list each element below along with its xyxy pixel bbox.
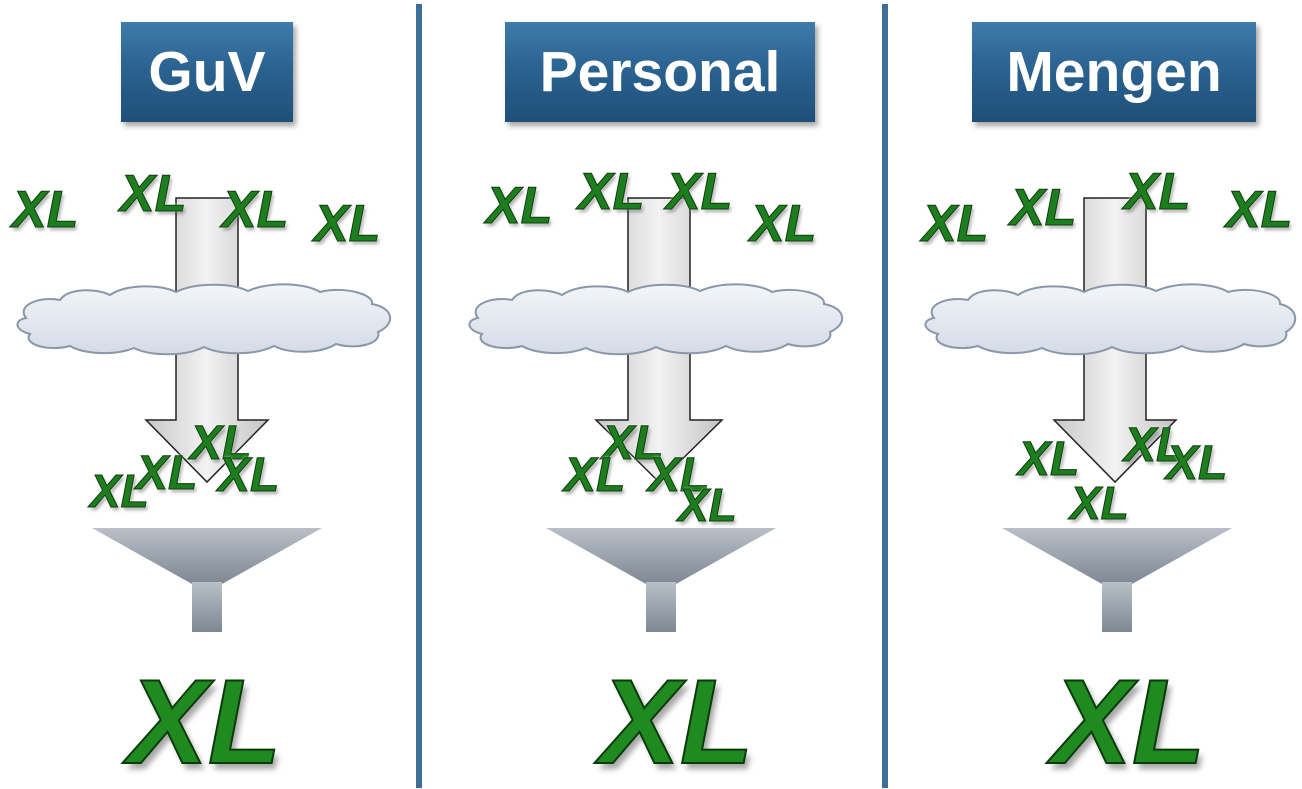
xl-token: XL	[1123, 163, 1191, 221]
xl-token: XL	[221, 181, 289, 239]
panel-mengen: Mengen XL XL XL XL XL XL XL XL XL	[868, 0, 1302, 788]
cloud-icon	[468, 283, 843, 356]
xl-token: XL	[313, 195, 381, 253]
xl-token: XL	[119, 165, 187, 223]
xl-result: XL	[1051, 655, 1206, 789]
xl-token: XL	[678, 479, 738, 531]
panel-title-text: GuV	[148, 40, 266, 104]
panel-title-text: Personal	[539, 40, 781, 104]
panel-title-text: Mengen	[1006, 40, 1222, 104]
panel-guv: GuV XL XL XL XL XL XL XL XL	[0, 0, 434, 788]
xl-token: XL	[1070, 477, 1130, 529]
xl-result: XL	[599, 655, 754, 789]
xl-token: XL	[1123, 419, 1186, 472]
xl-token: XL	[135, 447, 198, 500]
xl-token: XL	[1225, 181, 1293, 239]
flow-graphic	[16, 197, 391, 632]
panel-divider-1	[416, 4, 422, 788]
cloud-icon	[16, 283, 391, 356]
xl-token: XL	[1165, 437, 1228, 490]
xl-token: XL	[749, 195, 817, 253]
xl-token: XL	[1009, 179, 1077, 237]
xl-token: XL	[485, 177, 553, 235]
panel-title-guv: GuV	[121, 22, 293, 122]
funnel-icon	[92, 528, 322, 632]
xl-token: XL	[90, 465, 150, 517]
panel-personal: Personal XL XL XL XL XL XL XL XL XL	[434, 0, 868, 788]
xl-token: XL	[921, 195, 989, 253]
xl-token: XL	[647, 449, 710, 502]
xl-token: XL	[11, 181, 79, 239]
panel-divider-2	[882, 4, 888, 788]
funnel-icon	[546, 528, 776, 632]
xl-token: XL	[665, 163, 733, 221]
xl-token: XL	[577, 163, 645, 221]
xl-token: XL	[563, 449, 626, 502]
cloud-icon	[924, 283, 1296, 356]
funnel-icon	[1002, 528, 1232, 632]
xl-token: XL	[1017, 433, 1080, 486]
panel-title-personal: Personal	[505, 22, 815, 122]
xl-token: XL	[217, 449, 280, 502]
xl-token: XL	[189, 417, 252, 470]
panel-title-mengen: Mengen	[972, 22, 1256, 122]
xl-result: XL	[127, 655, 282, 789]
flow-graphic	[468, 197, 843, 632]
flow-graphic	[924, 197, 1296, 632]
xl-token: XL	[601, 417, 664, 470]
